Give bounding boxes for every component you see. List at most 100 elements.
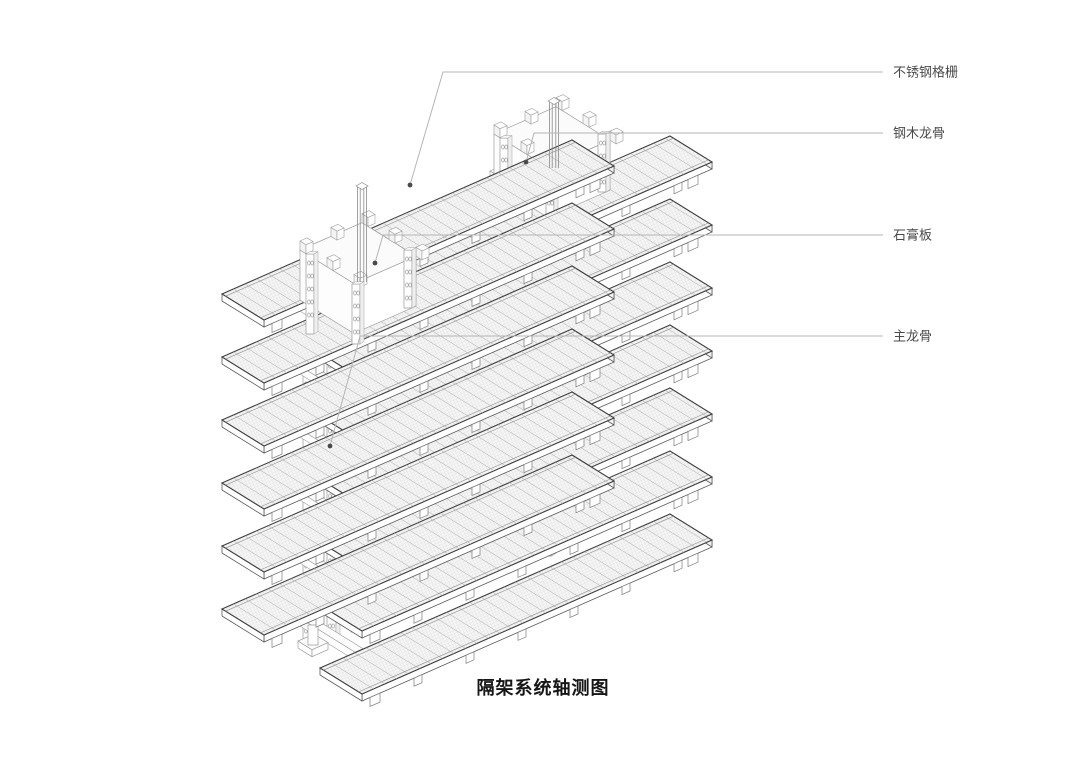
slat-line: [302, 447, 345, 474]
shelf-foot: [621, 393, 631, 407]
slat-line: [630, 153, 673, 180]
slat-line: [653, 206, 696, 233]
slat-line: [331, 662, 374, 690]
slat-line: [607, 478, 650, 505]
slat-line: [664, 137, 708, 165]
edge-line: [225, 267, 576, 423]
slat-line: [630, 468, 673, 495]
slat-line: [348, 364, 391, 391]
stud: [524, 107, 539, 125]
face: [299, 237, 314, 246]
slat-line: [451, 444, 495, 472]
edge-line: [358, 474, 709, 630]
edge-line: [225, 393, 576, 549]
slat-line: [566, 141, 610, 169]
shelf-foot: [569, 542, 579, 556]
slat-line: [509, 293, 552, 320]
slat-line: [417, 270, 460, 298]
slat-line: [233, 477, 276, 505]
shelf-foot: [589, 430, 601, 446]
slat-line: [359, 485, 403, 512]
slat-line: [446, 612, 489, 639]
slat-line: [417, 396, 460, 424]
shelf-foot: [673, 244, 683, 258]
shelf-foot: [271, 570, 283, 586]
slat-line: [486, 240, 529, 267]
shelf-foot: [621, 456, 631, 470]
shelf-foot: [419, 380, 429, 393]
shelf-foot: [315, 489, 325, 502]
slat-line: [566, 456, 610, 484]
slat-line: [451, 192, 495, 220]
shelf-foot: [369, 629, 381, 645]
slat-line: [607, 163, 650, 190]
slat-line: [451, 255, 495, 283]
slat-line: [423, 622, 466, 649]
slat-line: [434, 617, 478, 644]
slat-line: [336, 369, 380, 396]
column-post: [403, 247, 417, 309]
perforation: [356, 329, 360, 335]
shelf-plank: [318, 513, 714, 708]
slat-line: [233, 540, 276, 568]
slat-line: [256, 530, 299, 558]
perforation: [353, 316, 357, 322]
shelf-foot: [471, 357, 481, 371]
slat-line: [371, 479, 414, 507]
slat-line: [428, 517, 472, 545]
slat-line: [532, 283, 575, 310]
slat-line: [543, 404, 587, 431]
perforation: [408, 269, 412, 275]
perforation: [331, 623, 335, 629]
slat-line: [532, 472, 575, 499]
perforation: [310, 286, 314, 292]
shelf-foot: [687, 363, 699, 379]
shelf-foot: [471, 420, 481, 434]
perforation: [356, 290, 360, 296]
shelf-foot: [517, 565, 527, 578]
callout-main-joist: 主龙骨: [327, 329, 932, 449]
slat-line: [497, 298, 541, 325]
slat-line: [313, 568, 357, 595]
slat-line: [653, 143, 696, 170]
slat-line: [325, 500, 368, 527]
slat-line: [394, 469, 437, 497]
slat-line: [244, 283, 288, 311]
shelf-foot: [621, 204, 631, 218]
slat-line: [543, 215, 587, 242]
gypsum-box: [299, 210, 430, 335]
slat-line: [630, 342, 673, 369]
slat-line: [336, 432, 380, 459]
slat-line: [520, 477, 564, 504]
slat-line: [440, 386, 483, 414]
slat-line: [526, 576, 570, 604]
slat-line: [607, 415, 650, 442]
slat-line: [497, 424, 541, 451]
shelf-foot: [687, 426, 699, 442]
slat-line: [618, 536, 662, 563]
diagram-title: 隔架系统轴测图: [476, 678, 610, 698]
slat-line: [641, 148, 685, 175]
callout-gypsum-board: 石膏板: [372, 228, 932, 266]
edge-line: [260, 352, 611, 508]
face: [524, 107, 539, 116]
slat-line: [515, 581, 558, 609]
slat-line: [630, 279, 673, 306]
slat-line: [630, 405, 673, 432]
edge-line: [358, 537, 709, 693]
shelf-foot: [413, 611, 423, 624]
shelf-foot: [575, 374, 585, 388]
slat-line: [400, 632, 443, 659]
slat-line: [486, 492, 529, 519]
slat-line: [664, 452, 708, 480]
slat-line: [474, 182, 518, 209]
edge-line: [225, 456, 576, 612]
shelf-foot: [687, 489, 699, 505]
shelf-foot: [673, 433, 683, 447]
slat-line: [509, 167, 552, 194]
slat-line: [244, 409, 288, 437]
slat-line: [388, 637, 432, 664]
slat-line: [302, 573, 345, 600]
slat-line: [405, 464, 449, 492]
slat-line: [279, 457, 322, 484]
